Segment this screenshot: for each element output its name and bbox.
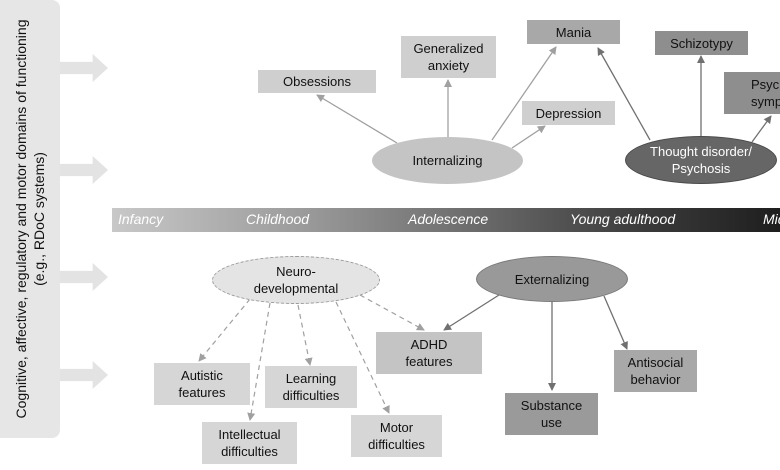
substance-use-box: Substance use xyxy=(505,393,598,435)
timeline-stage-mid: Mid xyxy=(763,211,780,227)
edge-neuro-intellectual xyxy=(247,302,271,421)
autistic-features-box: Autistic features xyxy=(154,363,250,405)
motor-difficulties-box: Motor difficulties xyxy=(351,415,442,457)
psychotic-symptoms-box: Psyc symp xyxy=(724,72,780,114)
intellectual-difficulties-box: Intellectual difficulties xyxy=(202,422,297,464)
edge-neuro-autistic xyxy=(198,298,251,362)
edge-neuro-learning xyxy=(297,304,313,366)
adhd-features-label: ADHD features xyxy=(405,337,453,369)
externalizing-ellipse: Externalizing xyxy=(476,256,628,302)
edge-internalizing-obsessions xyxy=(316,94,398,144)
obsessions-label: Obsessions xyxy=(283,74,351,89)
edge-externalizing-antisocial xyxy=(603,295,628,350)
mania-label: Mania xyxy=(555,24,592,40)
timeline-stage-childhood: Childhood xyxy=(246,211,310,227)
depression-box: Depression xyxy=(522,101,615,125)
internalizing-ellipse: Internalizing xyxy=(372,137,523,184)
adhd-features-box: ADHD features xyxy=(376,332,482,374)
timeline-stage-young-adulthood: Young adulthood xyxy=(570,211,676,227)
substance-use-label: Substance use xyxy=(520,398,583,430)
developmental-timeline xyxy=(112,208,780,232)
edge-internalizing-mania xyxy=(491,46,557,141)
schizotypy-label: Schizotypy xyxy=(670,35,733,51)
edge-neuro-motor xyxy=(335,301,390,414)
thought-disorder-label: Thought disorder/ Psychosis xyxy=(650,144,752,176)
edge-externalizing-adhd xyxy=(443,294,500,331)
generalized-anxiety-label: Generalized anxiety xyxy=(413,41,484,73)
intellectual-difficulties-label: Intellectual difficulties xyxy=(218,427,281,459)
externalizing-label: Externalizing xyxy=(514,271,590,287)
edge-internalizing-depression xyxy=(511,125,546,149)
antisocial-behavior-label: Antisocial behavior xyxy=(627,355,684,387)
obsessions-box: Obsessions xyxy=(258,70,376,93)
motor-difficulties-label: Motor difficulties xyxy=(368,420,425,452)
learning-difficulties-label: Learning difficulties xyxy=(282,371,340,403)
edge-thought-mania xyxy=(597,47,651,141)
domains-panel xyxy=(0,0,60,438)
edge-neuro-adhd xyxy=(359,294,425,331)
autistic-features-label: Autistic features xyxy=(178,368,226,400)
antisocial-behavior-box: Antisocial behavior xyxy=(614,350,697,392)
internalizing-label: Internalizing xyxy=(412,153,483,168)
depression-label: Depression xyxy=(535,105,602,121)
timeline-stage-infancy: Infancy xyxy=(118,211,164,227)
psychotic-symptoms-label: Psyc symp xyxy=(751,77,780,109)
thought-disorder-ellipse: Thought disorder/ Psychosis xyxy=(625,136,777,184)
learning-difficulties-box: Learning difficulties xyxy=(265,366,357,408)
mania-box: Mania xyxy=(527,20,620,44)
schizotypy-box: Schizotypy xyxy=(655,31,748,55)
neurodevelopmental-label: Neuro- developmental xyxy=(253,264,339,296)
generalized-anxiety-box: Generalized anxiety xyxy=(401,36,496,78)
timeline-stage-adolescence: Adolescence xyxy=(408,211,489,227)
neurodevelopmental-ellipse: Neuro- developmental xyxy=(212,256,380,304)
edge-thought-psychotic xyxy=(751,115,772,143)
